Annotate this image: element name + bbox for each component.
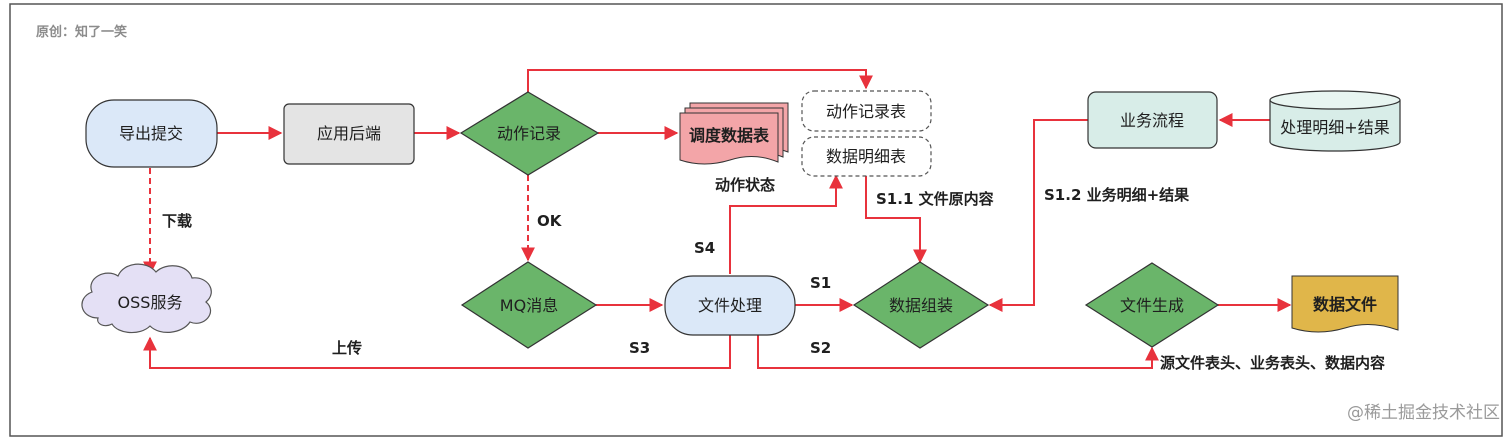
process-detail-node	[1269, 90, 1401, 152]
edge-action-to-record-table	[527, 69, 873, 92]
schedule-table-label: 调度数据表	[689, 126, 770, 145]
data-detail-table-node	[801, 136, 932, 177]
action-status-label: 动作状态	[715, 176, 775, 194]
download-label: 下载	[162, 212, 192, 230]
watermark-text: @稀土掘金技术社区	[1347, 403, 1500, 423]
upload-label: 上传	[332, 339, 362, 357]
app-backend-node	[283, 103, 415, 165]
s2-label: S2	[810, 339, 831, 357]
edge-fileprocess-to-generate	[757, 335, 1159, 369]
action-record-label: 动作记录	[497, 124, 561, 143]
schedule-table-node	[679, 102, 789, 165]
oss-service-label: OSS服务	[118, 293, 183, 312]
file-process-node	[664, 275, 796, 336]
action-record-table-label: 动作记录表	[826, 102, 906, 121]
file-generate-node	[1084, 262, 1220, 348]
data-detail-table-label: 数据明细表	[826, 147, 906, 166]
diagram-frame	[9, 3, 1503, 437]
s3-label: S3	[629, 339, 650, 357]
edge-flow-to-assemble	[988, 119, 1088, 312]
credit-text: 原创：知了一笑	[36, 24, 127, 40]
data-file-label: 数据文件	[1313, 295, 1377, 314]
action-record-node	[459, 91, 600, 176]
edges	[143, 69, 1292, 369]
file-contents-label: 源文件表头、业务表头、数据内容	[1160, 354, 1385, 372]
mq-message-node	[460, 261, 598, 349]
data-assemble-label: 数据组装	[889, 296, 953, 315]
file-generate-label: 文件生成	[1120, 296, 1184, 315]
export-submit-node	[85, 99, 218, 168]
data-assemble-node	[852, 261, 990, 349]
edge-detail-to-assemble	[865, 176, 927, 264]
export-submit-label: 导出提交	[119, 124, 183, 143]
mq-message-label: MQ消息	[500, 296, 558, 315]
file-process-label: 文件处理	[698, 296, 762, 315]
s1-label: S1	[810, 274, 831, 292]
data-file-node	[1291, 275, 1399, 333]
action-record-table-node	[801, 90, 932, 132]
edge-fileprocess-to-detail	[729, 174, 843, 274]
process-detail-label: 处理明细+结果	[1280, 118, 1389, 137]
s1-1-label: S1.1 文件原内容	[876, 190, 994, 208]
business-flow-label: 业务流程	[1120, 111, 1184, 130]
edge-fileprocess-to-oss	[143, 335, 731, 369]
business-flow-node	[1087, 91, 1218, 149]
oss-service-node	[81, 263, 212, 334]
app-backend-label: 应用后端	[317, 124, 381, 143]
s4-label: S4	[694, 239, 715, 257]
s1-2-label: S1.2 业务明细+结果	[1044, 186, 1190, 204]
ok-label: OK	[537, 212, 563, 230]
